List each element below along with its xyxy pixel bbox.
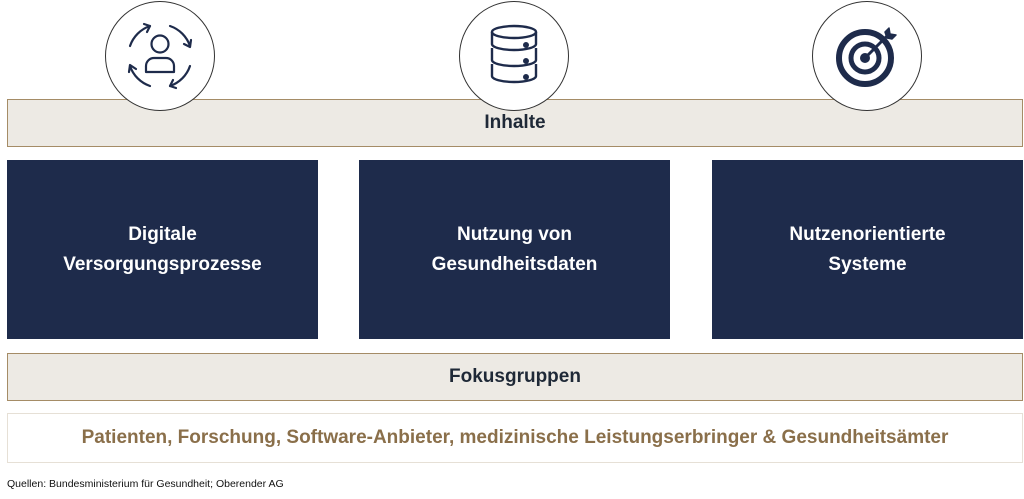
box-1-line2: Versorgungsprozesse <box>63 253 262 275</box>
box-nutzung-gesundheitsdaten: Nutzung von Gesundheitsdaten <box>359 160 670 339</box>
box-3-line2: Systeme <box>828 253 907 275</box>
box-2-line1: Nutzung von <box>456 223 573 245</box>
box-2-line2: Gesundheitsdaten <box>431 253 598 275</box>
person-cycle-icon <box>105 1 215 111</box>
fokusgruppen-bar: Fokusgruppen <box>7 353 1023 401</box>
fokusgruppen-label: Fokusgruppen <box>449 366 581 387</box>
source-note: Quellen: Bundesministerium für Gesundhei… <box>7 478 284 490</box>
inhalte-label: Inhalte <box>484 112 546 133</box>
box-1-line1: Digitale <box>128 223 197 245</box>
box-digitale-versorgungsprozesse: Digitale Versorgungsprozesse <box>7 160 318 339</box>
database-icon <box>459 1 569 111</box>
box-3-line1: Nutzenorientierte <box>789 223 946 245</box>
fokusgruppen-list: Patienten, Forschung, Software-Anbieter,… <box>7 413 1023 463</box>
fokusgruppen-groups-text: Patienten, Forschung, Software-Anbieter,… <box>81 427 949 448</box>
box-nutzenorientierte-systeme: Nutzenorientierte Systeme <box>712 160 1023 339</box>
target-icon <box>812 1 922 111</box>
